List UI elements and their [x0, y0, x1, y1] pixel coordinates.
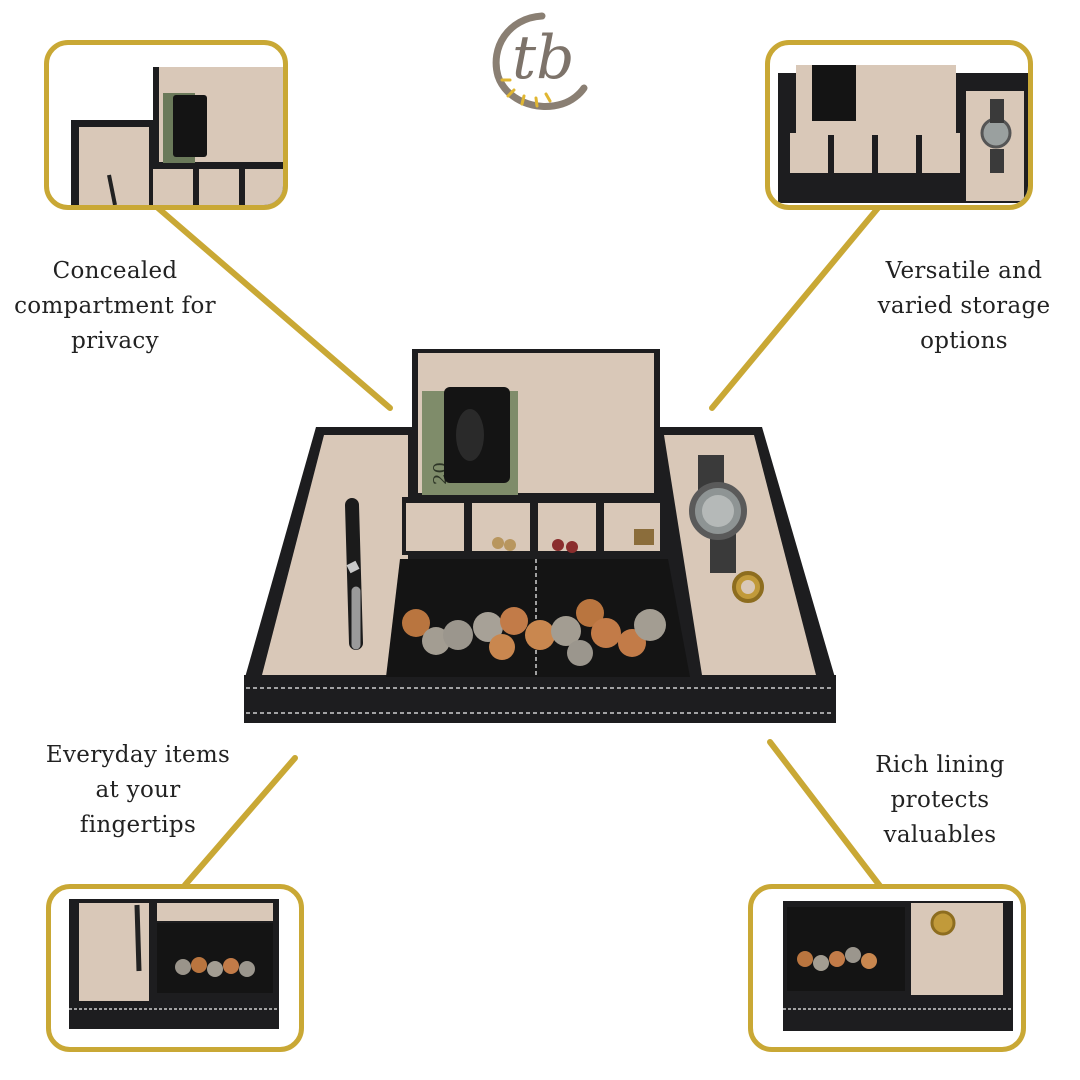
- callout-line: Rich lining: [875, 752, 1005, 778]
- callout-line: compartment for: [14, 293, 216, 319]
- callout-line: Concealed: [52, 258, 178, 284]
- cufflink-slot: [538, 503, 596, 551]
- thumbnail-everyday-items: [69, 899, 279, 1029]
- pen-icon: [345, 498, 363, 650]
- callout-frame-top-left: [44, 40, 288, 210]
- thumbnail-storage-options: [778, 65, 1028, 203]
- callout-line: fingertips: [79, 812, 197, 838]
- callout-line: Everyday items: [45, 742, 231, 768]
- watch-icon: [689, 455, 747, 573]
- callout-text-everyday: Everyday items at your fingertips: [32, 738, 244, 843]
- callout-frame-bottom-left: [46, 884, 304, 1052]
- thumbnail-rich-lining: [783, 901, 1013, 1031]
- callout-line: Versatile and: [885, 258, 1043, 284]
- callout-text-versatile: Versatile and varied storage options: [862, 254, 1066, 359]
- callout-line: protects: [890, 787, 990, 813]
- tray-base: [244, 675, 836, 723]
- callout-frame-top-right: [765, 40, 1033, 210]
- callout-line: options: [920, 328, 1008, 354]
- cufflink-slot: [406, 503, 464, 551]
- callout-text-concealed: Concealed compartment for privacy: [0, 254, 230, 359]
- ring-icon: [732, 571, 764, 603]
- tb-monogram-logo-icon: tb: [492, 12, 588, 110]
- thumbnail-concealed-compartment: [71, 67, 283, 205]
- callout-text-rich-lining: Rich lining protects valuables: [846, 748, 1034, 853]
- callout-line: privacy: [71, 328, 159, 354]
- valet-tray-image-icon: 20: [244, 349, 836, 723]
- callout-line: varied storage: [877, 293, 1051, 319]
- callout-line: at your: [95, 777, 181, 803]
- callout-frame-bottom-right: [748, 884, 1026, 1052]
- callout-line: valuables: [883, 822, 997, 848]
- coins: [402, 599, 666, 666]
- svg-text:tb: tb: [512, 23, 575, 93]
